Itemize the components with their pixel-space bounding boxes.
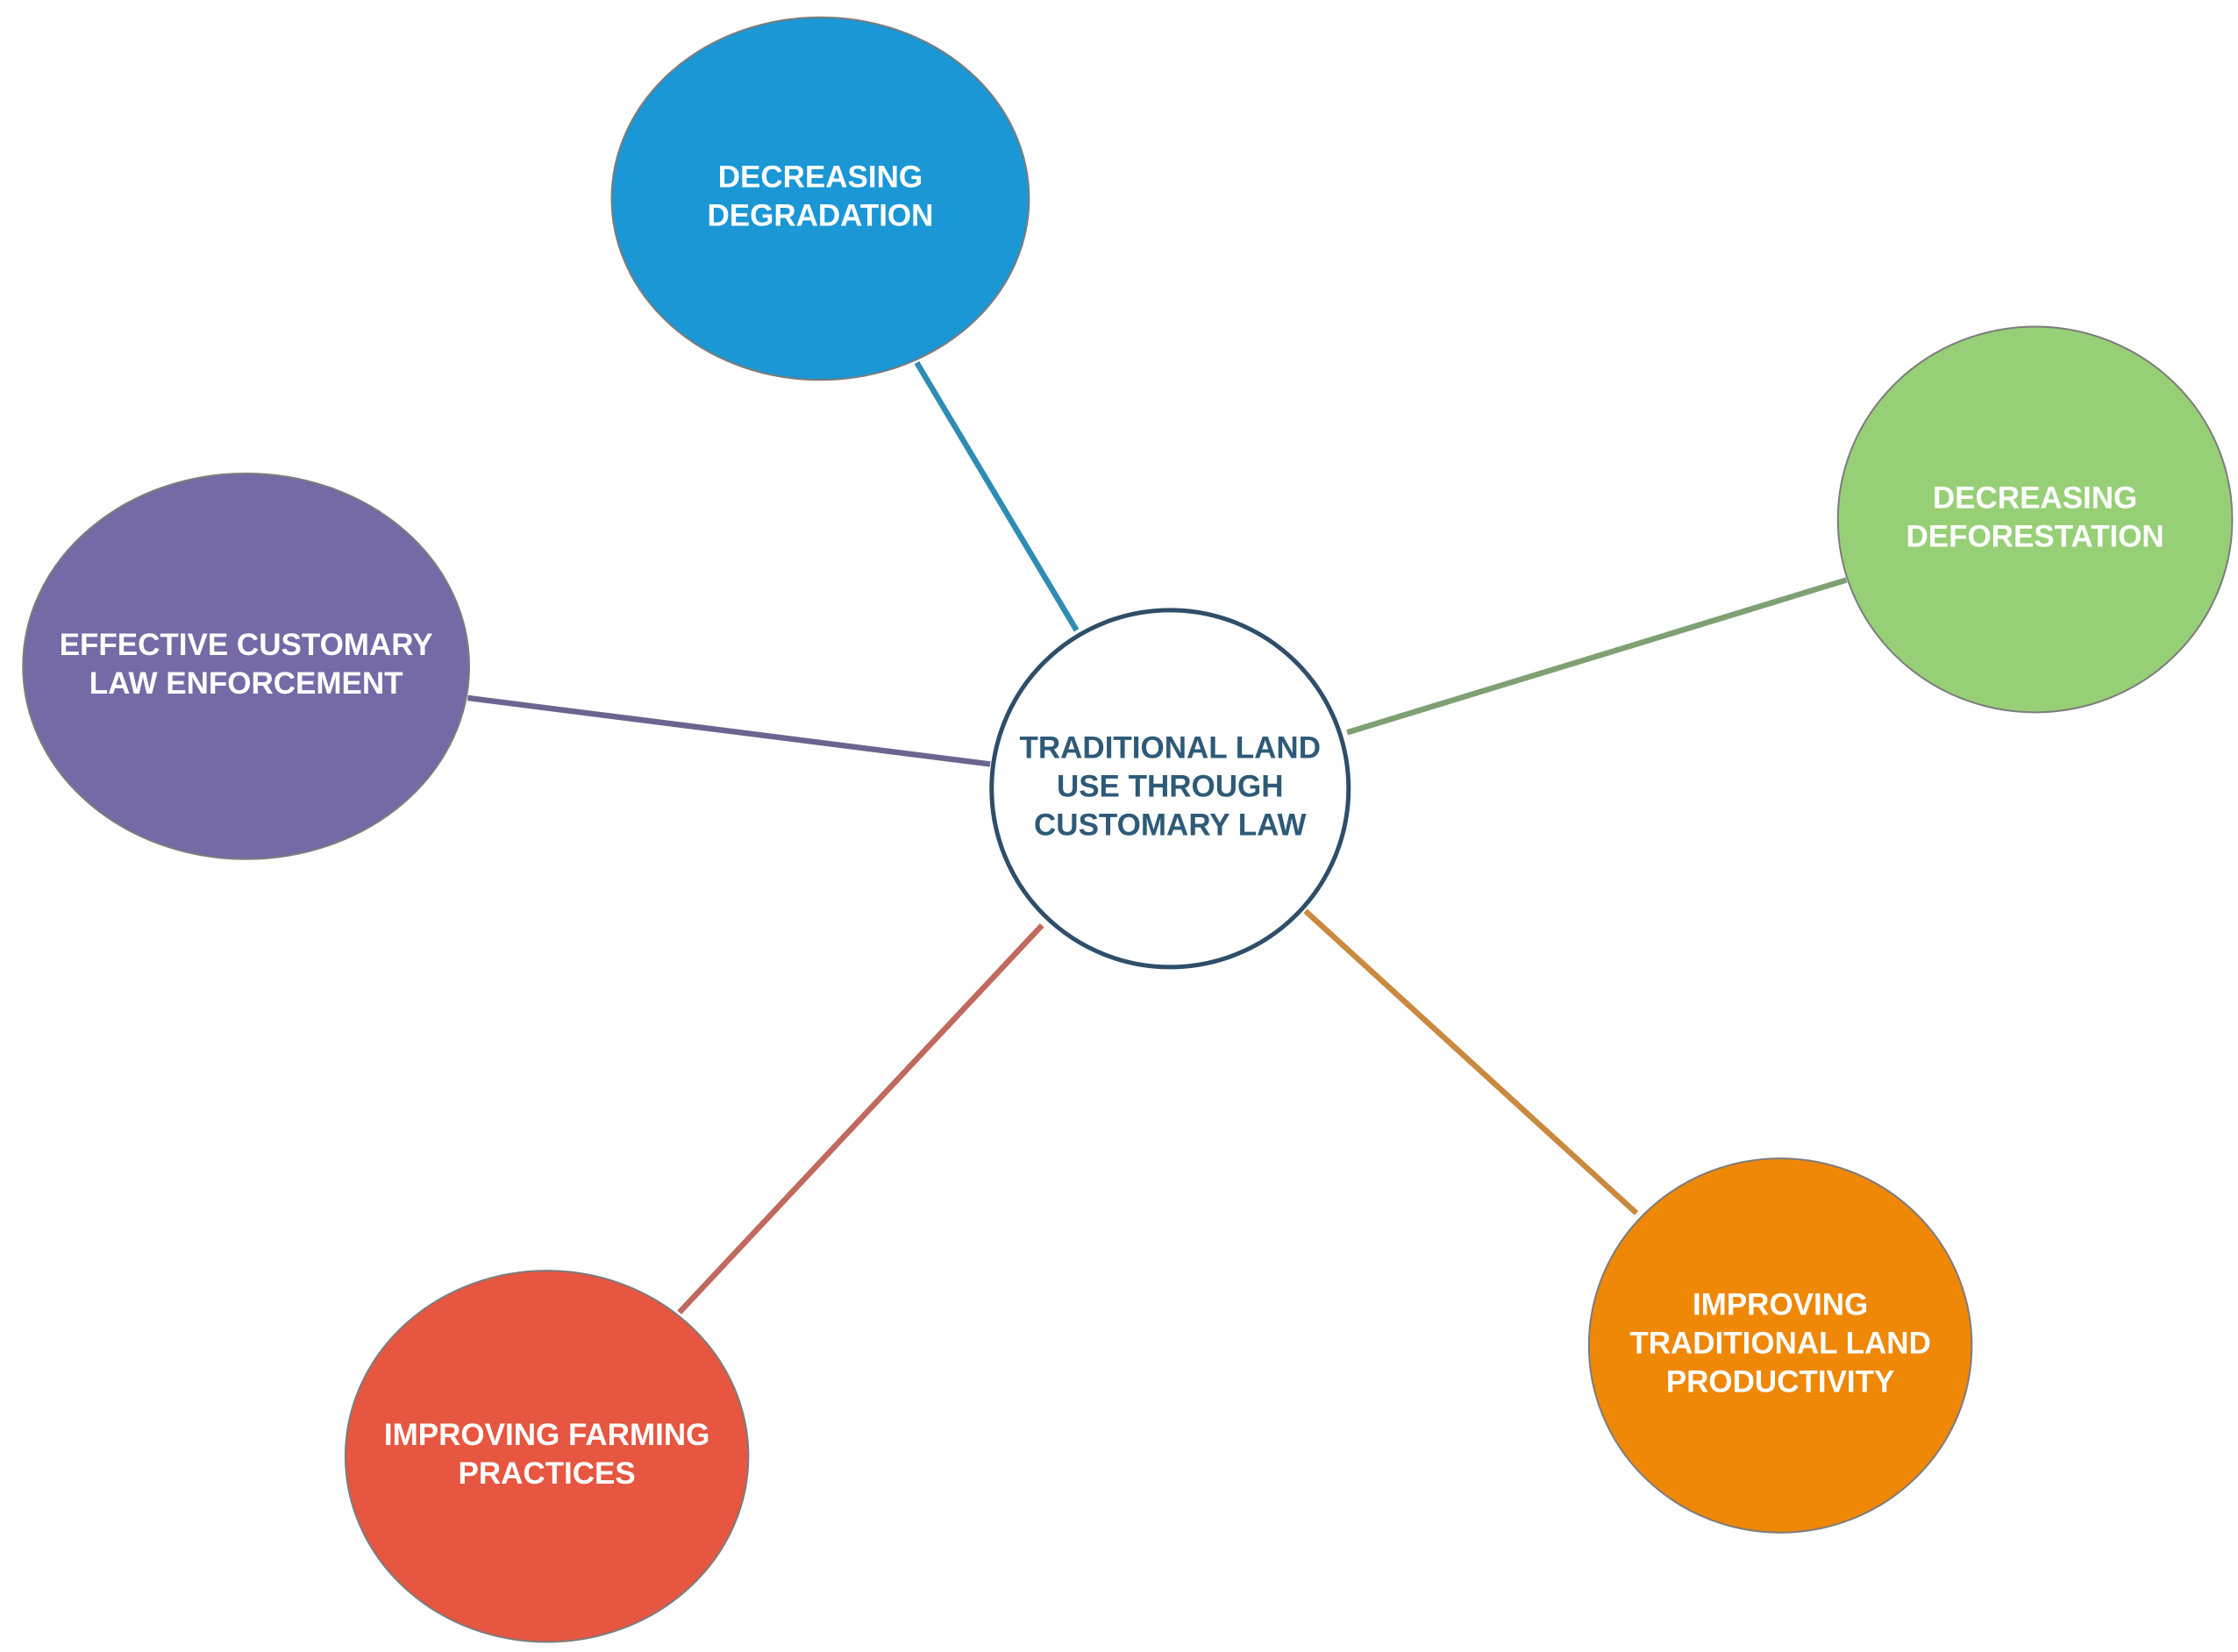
improving-land-productivity-label-line-3: PRODUCTIVITY: [1666, 1365, 1895, 1399]
improving-land-productivity-node: IMPROVING TRADITIONAL LAND PRODUCTIVITY: [1587, 1157, 1973, 1534]
effective-law-enforcement-circle: [22, 472, 471, 860]
outer-nodes: DECREASING DEGRADATION DECREASING DEFORESTA…: [22, 16, 2234, 1643]
improving-land-productivity-label-line-2: TRADITIONAL LAND: [1629, 1327, 1931, 1361]
hub-circle: [989, 608, 1351, 970]
decreasing-degradation-label-line-1: DECREASING: [718, 160, 923, 195]
hub-node: TRADITIONAL LAND USE THROUGH CUSTOMARY LAW: [989, 608, 1351, 970]
improving-farming-practices-circle: [344, 1270, 750, 1643]
effective-law-enforcement-node: EFFECTIVE CUSTOMARY LAW ENFORCEMENT: [22, 472, 471, 860]
connectors: [467, 360, 1848, 1314]
improving-farming-practices-label-line-2: PRACTICES: [459, 1456, 636, 1491]
hub-label-line-1: TRADITIONAL LAND: [1020, 731, 1322, 765]
effective-law-enforcement-label-line-2: LAW ENFORCEMENT: [89, 666, 403, 701]
decreasing-deforestation-node: DECREASING DEFORESTATION: [1836, 325, 2234, 714]
improving-land-productivity-circle: [1587, 1157, 1973, 1534]
improving-farming-practices-label-line-1: IMPROVING FARMING: [384, 1418, 709, 1452]
decreasing-degradation-node: DECREASING DEGRADATION: [610, 16, 1030, 381]
decreasing-deforestation-connector: [1346, 577, 1848, 736]
improving-land-productivity-connector: [1303, 908, 1639, 1215]
hub-label-line-3: CUSTOMARY LAW: [1034, 808, 1306, 843]
decreasing-deforestation-label-line-2: DEFORESTATION: [1906, 520, 2163, 554]
decreasing-degradation-label-line-2: DEGRADATION: [707, 199, 933, 233]
effective-law-enforcement-label-line-1: EFFECTIVE CUSTOMARY: [60, 628, 433, 662]
improving-farming-practices-node: IMPROVING FARMING PRACTICES: [344, 1270, 750, 1643]
improving-farming-practices-connector: [677, 923, 1044, 1314]
decreasing-deforestation-label-line-1: DECREASING: [1933, 481, 2137, 516]
decreasing-deforestation-circle: [1836, 325, 2234, 714]
hub-label-line-2: USE THROUGH: [1057, 770, 1284, 804]
effective-law-enforcement-connector: [467, 694, 991, 767]
improving-land-productivity-label-line-1: IMPROVING: [1693, 1288, 1868, 1322]
decreasing-degradation-connector: [914, 360, 1080, 632]
decreasing-degradation-circle: [610, 16, 1030, 381]
